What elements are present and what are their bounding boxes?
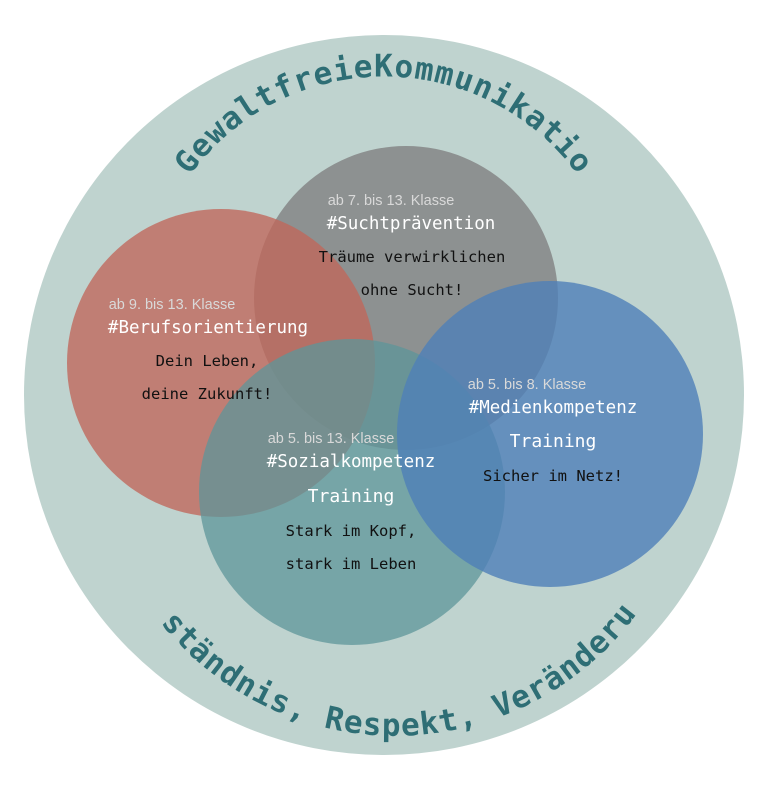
sucht-hashtag: #Suchtprävention [327, 214, 496, 234]
beruf-slogan-line1: Dein Leben, [156, 352, 259, 370]
sozial-slogan-line2: stark im Leben [286, 555, 417, 573]
sucht-grade: ab 7. bis 13. Klasse [328, 193, 455, 209]
medien-slogan-line1: Sicher im Netz! [483, 467, 623, 485]
sozial-hashtag: #Sozialkompetenz [267, 452, 436, 472]
sozial-training: Training [308, 486, 395, 507]
sucht-slogan-line2: ohne Sucht! [361, 281, 464, 299]
medien-hashtag: #Medienkompetenz [469, 398, 638, 418]
sucht-slogan-line1: Träume verwirklichen [319, 248, 506, 266]
sozial-slogan-line1: Stark im Kopf, [286, 522, 417, 540]
sozial-grade: ab 5. bis 13. Klasse [268, 431, 395, 447]
medien-grade: ab 5. bis 8. Klasse [468, 377, 587, 393]
circle-medienkompetenz [397, 281, 703, 587]
beruf-hashtag: #Berufsorientierung [108, 318, 308, 338]
beruf-grade: ab 9. bis 13. Klasse [109, 297, 236, 313]
beruf-slogan-line2: deine Zukunft! [142, 385, 273, 403]
medien-training: Training [510, 431, 597, 452]
